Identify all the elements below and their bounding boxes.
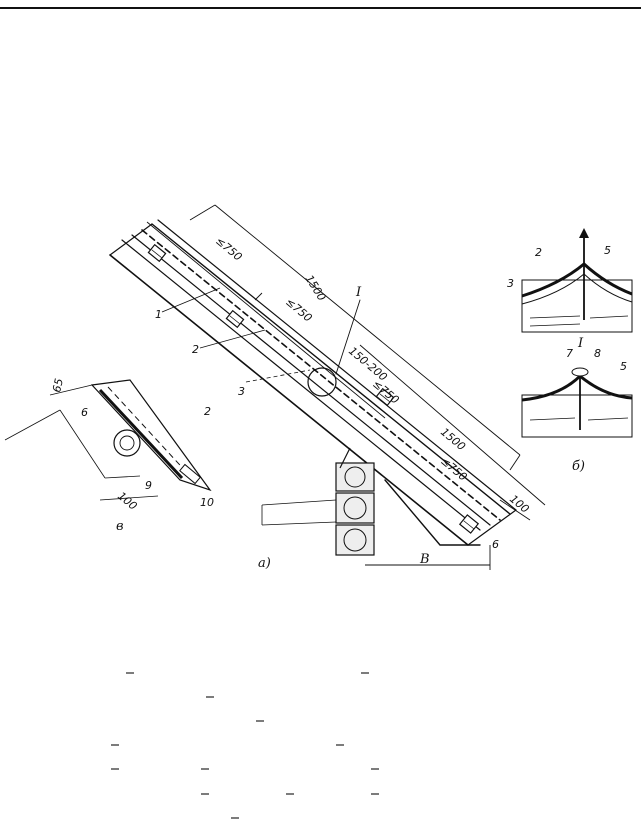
dim-total-upper: 1500: [302, 273, 328, 304]
callout-8-b: 8: [594, 347, 601, 360]
main-roof-assembly: [109, 219, 517, 546]
callout-5-I: 5: [604, 244, 611, 257]
detail-v: 65 100 6 2 9 10 в: [4, 377, 214, 534]
detail-b: 7 8 5 б): [521, 347, 633, 474]
dim-total-lower: 1500: [438, 425, 468, 453]
main-callouts: 1 2 3 6 I: [155, 285, 499, 551]
callout-3: 3: [238, 385, 245, 398]
dim-span: B: [419, 552, 430, 567]
callout-6-main: 6: [492, 538, 499, 551]
header-rule: [0, 7, 641, 9]
dim-detail-v-height: 65: [50, 377, 66, 393]
dim-bottom-overhang: 100: [507, 492, 531, 515]
callout-6-v: 6: [81, 406, 88, 419]
dim-seg-4: ≤750: [438, 454, 470, 483]
detail-b-label: б): [572, 459, 585, 474]
scan-marks: [111, 672, 379, 819]
dim-seg-2: ≤750: [283, 295, 315, 324]
main-dimensions: [146, 204, 546, 570]
callout-10-v: 10: [200, 496, 214, 509]
detail-v-label: в: [116, 519, 124, 534]
callout-7-b: 7: [566, 347, 573, 360]
dim-seg-1: ≤750: [213, 234, 245, 263]
detail-I-label: I: [577, 336, 584, 351]
callout-5-b: 5: [620, 360, 627, 373]
log-wall: [261, 447, 375, 556]
main-view-label: а): [258, 556, 271, 571]
dim-detail-v-width: 100: [115, 489, 139, 512]
callout-2-I: 2: [535, 246, 542, 259]
callout-9-v: 9: [145, 479, 152, 492]
callout-2-v: 2: [204, 405, 211, 418]
callout-3-I: 3: [507, 277, 514, 290]
callout-2: 2: [192, 343, 199, 356]
detail-I: 2 3 5 I: [507, 228, 633, 351]
callout-I: I: [355, 285, 362, 300]
callout-1: 1: [155, 308, 162, 321]
